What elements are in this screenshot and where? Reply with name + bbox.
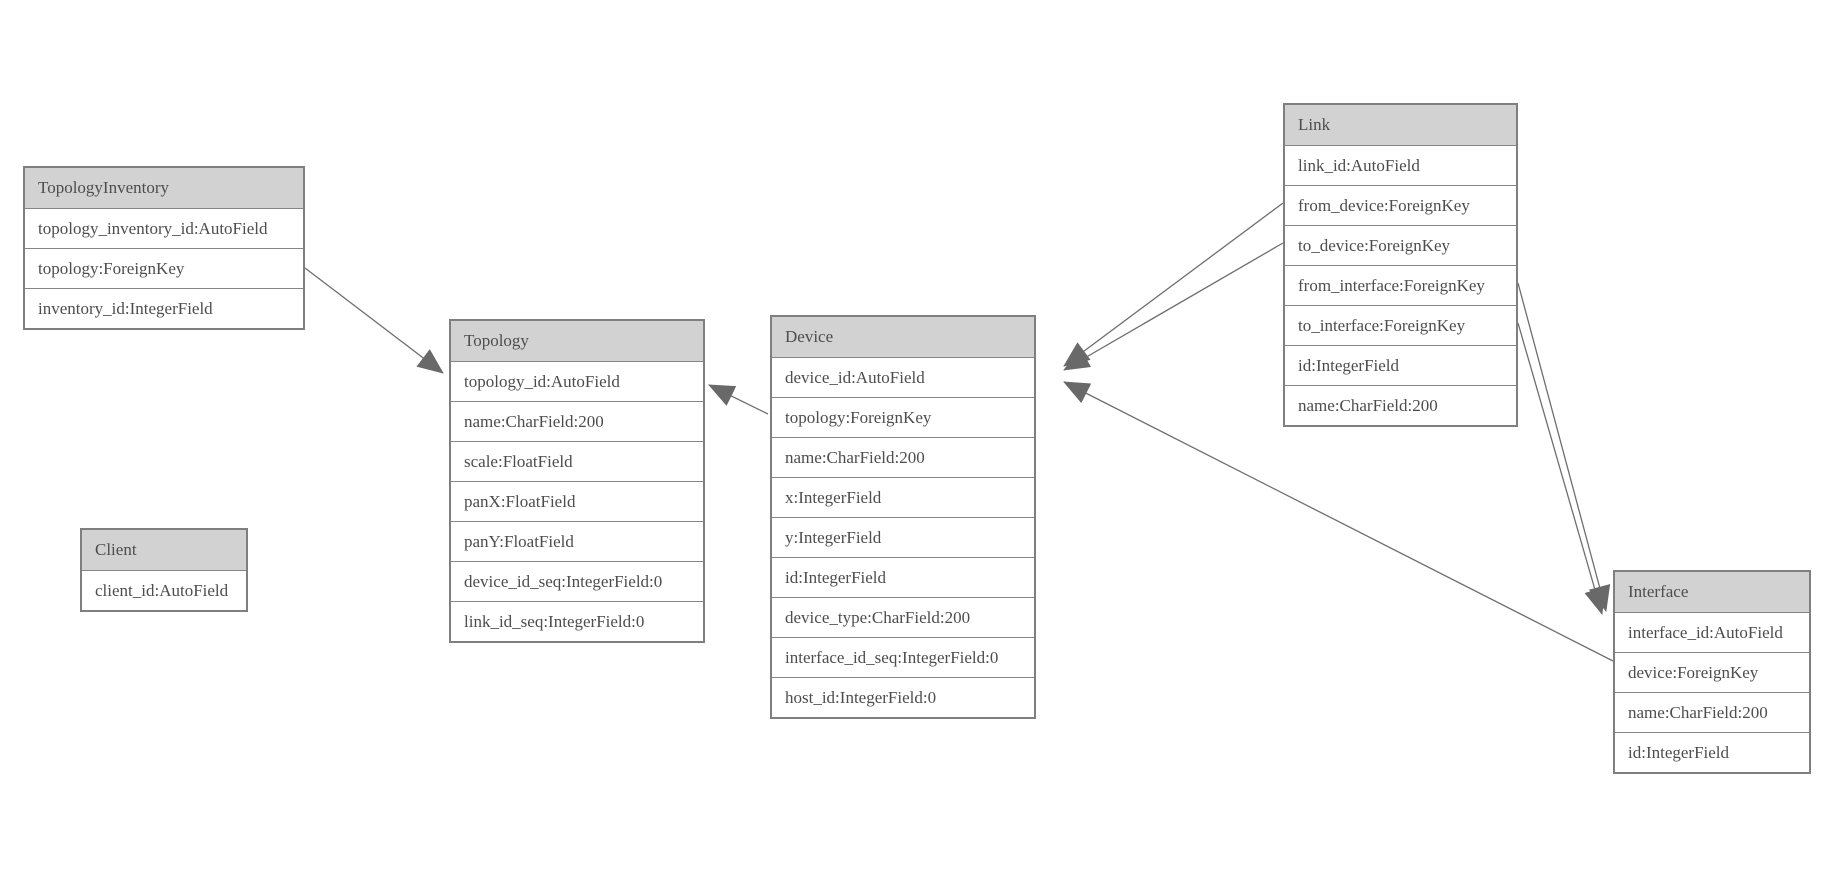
- field-row: panY:FloatField: [451, 521, 703, 561]
- field-row: scale:FloatField: [451, 441, 703, 481]
- field-row: device_id:AutoField: [772, 357, 1034, 397]
- edge-device-topology-to-topology: [708, 384, 769, 415]
- field-row: link_id_seq:IntegerField:0: [451, 601, 703, 641]
- field-row: client_id:AutoField: [82, 570, 246, 610]
- entity-title: Topology: [451, 321, 703, 361]
- field-row: id:IntegerField: [772, 557, 1034, 597]
- field-row: topology_inventory_id:AutoField: [25, 208, 303, 248]
- field-row: name:CharField:200: [1615, 692, 1809, 732]
- edge-link-to_interface-to-interface: [1517, 322, 1606, 615]
- edge-link-to_device-to-device: [1063, 242, 1284, 371]
- entity-client: Client client_id:AutoField: [80, 528, 248, 612]
- field-row: interface_id_seq:IntegerField:0: [772, 637, 1034, 677]
- field-row: to_interface:ForeignKey: [1285, 305, 1516, 345]
- field-row: name:CharField:200: [772, 437, 1034, 477]
- entity-title: TopologyInventory: [25, 168, 303, 208]
- field-row: name:CharField:200: [451, 401, 703, 441]
- entity-title: Device: [772, 317, 1034, 357]
- field-row: inventory_id:IntegerField: [25, 288, 303, 328]
- field-row: topology:ForeignKey: [772, 397, 1034, 437]
- field-row: id:IntegerField: [1615, 732, 1809, 772]
- field-row: from_device:ForeignKey: [1285, 185, 1516, 225]
- edge-link-from_interface-to-interface: [1517, 282, 1611, 612]
- field-row: y:IntegerField: [772, 517, 1034, 557]
- field-row: device_id_seq:IntegerField:0: [451, 561, 703, 601]
- entity-title: Link: [1285, 105, 1516, 145]
- field-row: name:CharField:200: [1285, 385, 1516, 425]
- entity-field-list: client_id:AutoField: [82, 570, 246, 610]
- field-row: to_device:ForeignKey: [1285, 225, 1516, 265]
- entity-topology-inventory: TopologyInventory topology_inventory_id:…: [23, 166, 305, 330]
- field-row: interface_id:AutoField: [1615, 612, 1809, 652]
- field-row: id:IntegerField: [1285, 345, 1516, 385]
- field-row: host_id:IntegerField:0: [772, 677, 1034, 717]
- field-row: topology_id:AutoField: [451, 361, 703, 401]
- edge-link-from_device-to-device: [1063, 202, 1284, 367]
- entity-title: Client: [82, 530, 246, 570]
- field-row: link_id:AutoField: [1285, 145, 1516, 185]
- entity-title: Interface: [1615, 572, 1809, 612]
- field-row: device_type:CharField:200: [772, 597, 1034, 637]
- field-row: topology:ForeignKey: [25, 248, 303, 288]
- edge-interface-device-to-device: [1063, 381, 1614, 662]
- field-row: x:IntegerField: [772, 477, 1034, 517]
- field-row: panX:FloatField: [451, 481, 703, 521]
- field-row: from_interface:ForeignKey: [1285, 265, 1516, 305]
- edge-topologyinventory-topology-to-topology: [304, 267, 444, 374]
- field-row: device:ForeignKey: [1615, 652, 1809, 692]
